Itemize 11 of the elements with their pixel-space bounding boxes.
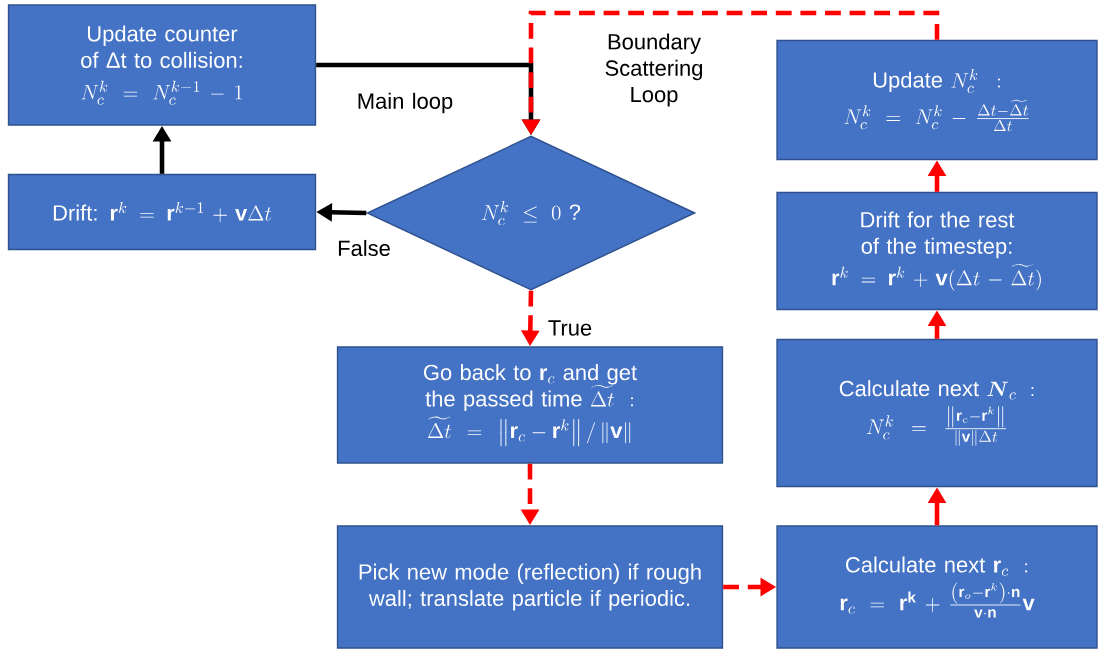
process-box: Calculate next $\boldsymbol{N}_c:$ $N_c^k = \frac{\left\|\mathbf{r}_c - \mathbf{r}^k\right\|}{\left\|\mathbf{v}\right\|\Delta t}$	[776, 338, 1098, 488]
loop-label: Boundary Scattering Loop	[605, 33, 703, 107]
process-box: Drift for the rest of the timestep: $\mathbf{r}^k = \mathbf{r}^k + \mathbf{v}(\Delta t - \widetilde{\Delta t})$	[776, 191, 1098, 311]
edge-label: True	[546, 318, 594, 338]
process-box: Pick new mode (reflection) if rough wall; translate particle if periodic.	[336, 525, 724, 649]
loop-label: Main loop	[358, 92, 453, 114]
process-box: Update counter of Δt to collision: $N_c^k = N_c^{k-1} - 1$	[7, 4, 317, 126]
process-box: Drift: $\mathbf{r}^k = \mathbf{r}^{k-1} + \mathbf{v}\Delta t$	[7, 173, 317, 251]
process-box: Calculate next $\mathbf{r}_c:$ $\mathbf{r}_c = \mathbf{r}^{\mathbf{k}} + \frac{\left(\mathbf{r}_o - \mathbf{r}^k\right)\cdot\mathbf{n}}{\mathbf{v}\cdot\mathbf{n}}\mathbf{v}$	[776, 525, 1098, 649]
process-box: Update $N_c^k:$ $N_c^k = N_c^k - \frac{\Delta t - \widetilde{\Delta t}}{\Delta t}$	[776, 39, 1098, 161]
process-box: Go back to $\mathbf{r}_c$ and get the passed time $\widetilde{\Delta t}:$ $\widetilde{\Delta t} = \left\|\mathbf{r}_c - \mathbf{r}^k\right\| / \left\|\mathbf{v}\right\|$	[336, 346, 724, 464]
